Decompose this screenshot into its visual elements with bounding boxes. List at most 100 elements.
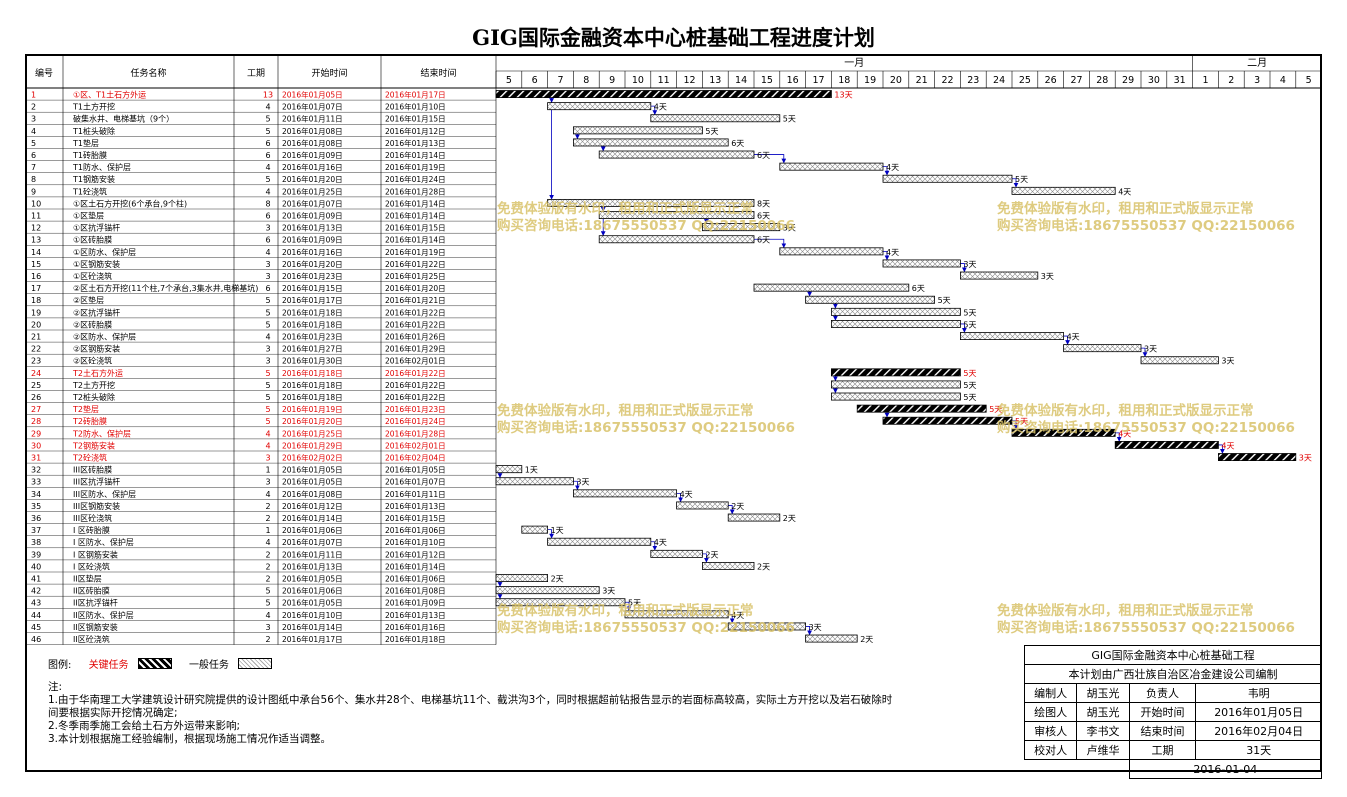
task-no: 23: [31, 357, 41, 366]
task-bar: [831, 319, 961, 328]
task-name: ①区土石方开挖(6个承台,9个柱): [73, 198, 187, 208]
task-bar-label: 3天: [963, 260, 976, 269]
task-end: 2016年01月05日: [385, 465, 446, 475]
task-name: II区垫层: [73, 574, 102, 584]
day-tick: 10: [632, 75, 644, 86]
page-title: GIG国际金融资本中心桩基础工程进度计划: [472, 25, 875, 50]
task-start: 2016年01月05日: [282, 465, 343, 475]
task-duration: 6: [265, 236, 270, 245]
task-start: 2016年01月17日: [282, 295, 343, 305]
task-bar: [831, 380, 961, 389]
task-duration: 4: [265, 333, 270, 342]
task-bar-label: 3天: [1041, 272, 1054, 281]
task-no: 32: [31, 466, 41, 475]
task-name: ②区垫层: [73, 295, 104, 305]
note-line: 3.本计划根据施工经验编制，根据现场施工情况作适当调整。: [48, 733, 332, 745]
task-start: 2016年01月18日: [282, 380, 343, 390]
legend-normal-label: 一般任务: [188, 660, 229, 671]
task-duration: 3: [265, 454, 270, 463]
info-box: GIG国际金融资本中心桩基础工程 本计划由广西壮族自治区冶金建设公司编制 编制人…: [1023, 645, 1323, 779]
task-bar: [882, 259, 961, 268]
legend-normal-swatch: [238, 658, 273, 669]
task-name: T2土石方外运: [72, 368, 123, 378]
task-duration: 3: [265, 272, 270, 281]
task-start: 2016年01月05日: [282, 574, 343, 584]
task-bar-label: 2天: [551, 575, 564, 584]
header-dur: 工期: [247, 68, 265, 79]
dependency-arrow: [728, 505, 735, 515]
task-start: 2016年01月20日: [282, 174, 343, 184]
dependency-arrow: [573, 480, 580, 491]
task-start: 2016年01月05日: [282, 90, 343, 100]
task-duration: 4: [265, 538, 270, 547]
task-duration: 2: [265, 635, 270, 644]
task-name: T2土方开挖: [72, 380, 115, 390]
task-end: 2016年01月22日: [385, 319, 446, 329]
task-end: 2016年01月12日: [385, 549, 446, 559]
dependency-arrow: [1012, 178, 1019, 188]
task-duration: 1: [265, 466, 270, 475]
day-tick: 18: [838, 75, 850, 86]
task-bar-label: 6天: [757, 151, 770, 160]
watermark: 免费体验版有水印，租用和正式版显示正常购买咨询电话:18675550537 QQ…: [497, 201, 795, 234]
task-start: 2016年01月08日: [282, 489, 343, 499]
task-bar: [1011, 428, 1116, 437]
day-tick: 26: [1045, 75, 1057, 86]
dependency-arrow: [650, 541, 658, 551]
month-label: 二月: [1247, 57, 1267, 69]
task-end: 2016年01月24日: [385, 174, 446, 184]
dependency-arrow: [883, 250, 890, 261]
task-duration: 5: [265, 308, 270, 317]
task-end: 2016年01月11日: [385, 489, 446, 499]
task-bar: [495, 90, 832, 98]
project-name: GIG国际金融资本中心桩基础工程: [1024, 645, 1322, 665]
task-name: III区抗浮锚杆: [73, 477, 120, 487]
task-start: 2016年01月05日: [282, 598, 343, 608]
task-name: ②区砖胎膜: [73, 319, 112, 329]
task-no: 18: [31, 296, 41, 305]
task-bar: [573, 489, 678, 498]
task-end: 2016年01月15日: [385, 513, 446, 523]
task-bar: [547, 198, 755, 207]
task-name: T2防水、保护层: [72, 428, 131, 438]
task-no: 7: [31, 163, 36, 172]
dependency-arrow: [650, 105, 658, 115]
dependency-arrow: [1218, 444, 1225, 454]
task-bar: [805, 295, 935, 304]
task-bar: [779, 247, 884, 256]
task-duration: 5: [265, 127, 270, 136]
dependency-arrow: [1115, 432, 1122, 442]
day-tick: 20: [890, 75, 902, 86]
doc-date: 2016-01-04: [1128, 759, 1323, 779]
task-duration: 3: [265, 357, 270, 366]
day-tick: 27: [1070, 75, 1082, 86]
task-start: 2016年01月11日: [282, 549, 343, 559]
task-start: 2016年01月30日: [282, 356, 343, 366]
task-bar: [573, 126, 703, 135]
task-bar: [598, 150, 755, 159]
task-name: ②区钢筋安装: [73, 344, 120, 354]
task-end: 2016年01月25日: [385, 271, 446, 281]
day-tick: 7: [557, 75, 563, 86]
task-no: 43: [31, 599, 41, 608]
task-end: 2016年01月12日: [385, 126, 446, 136]
day-tick: 13: [709, 75, 721, 86]
info-cell: 工期: [1128, 740, 1197, 760]
dependency-arrow: [960, 323, 967, 333]
task-bar-label: 4天: [654, 103, 667, 112]
task-no: 33: [31, 478, 41, 487]
task-start: 2016年01月13日: [282, 223, 343, 233]
watermark: 免费体验版有水印，租用和正式版显示正常购买咨询电话:18675550537 QQ…: [497, 603, 795, 636]
task-name: T1防水、保护层: [72, 162, 131, 172]
task-duration: 3: [265, 345, 270, 354]
task-bar-label: 1天: [551, 526, 564, 535]
task-no: 28: [31, 417, 41, 426]
task-name: II区抗浮锚杆: [73, 598, 118, 608]
task-no: 10: [31, 199, 41, 208]
task-name: ②区抗浮锚杆: [73, 307, 120, 317]
task-duration: 4: [265, 490, 270, 499]
task-bar: [1063, 344, 1142, 353]
task-no: 3: [31, 115, 36, 124]
